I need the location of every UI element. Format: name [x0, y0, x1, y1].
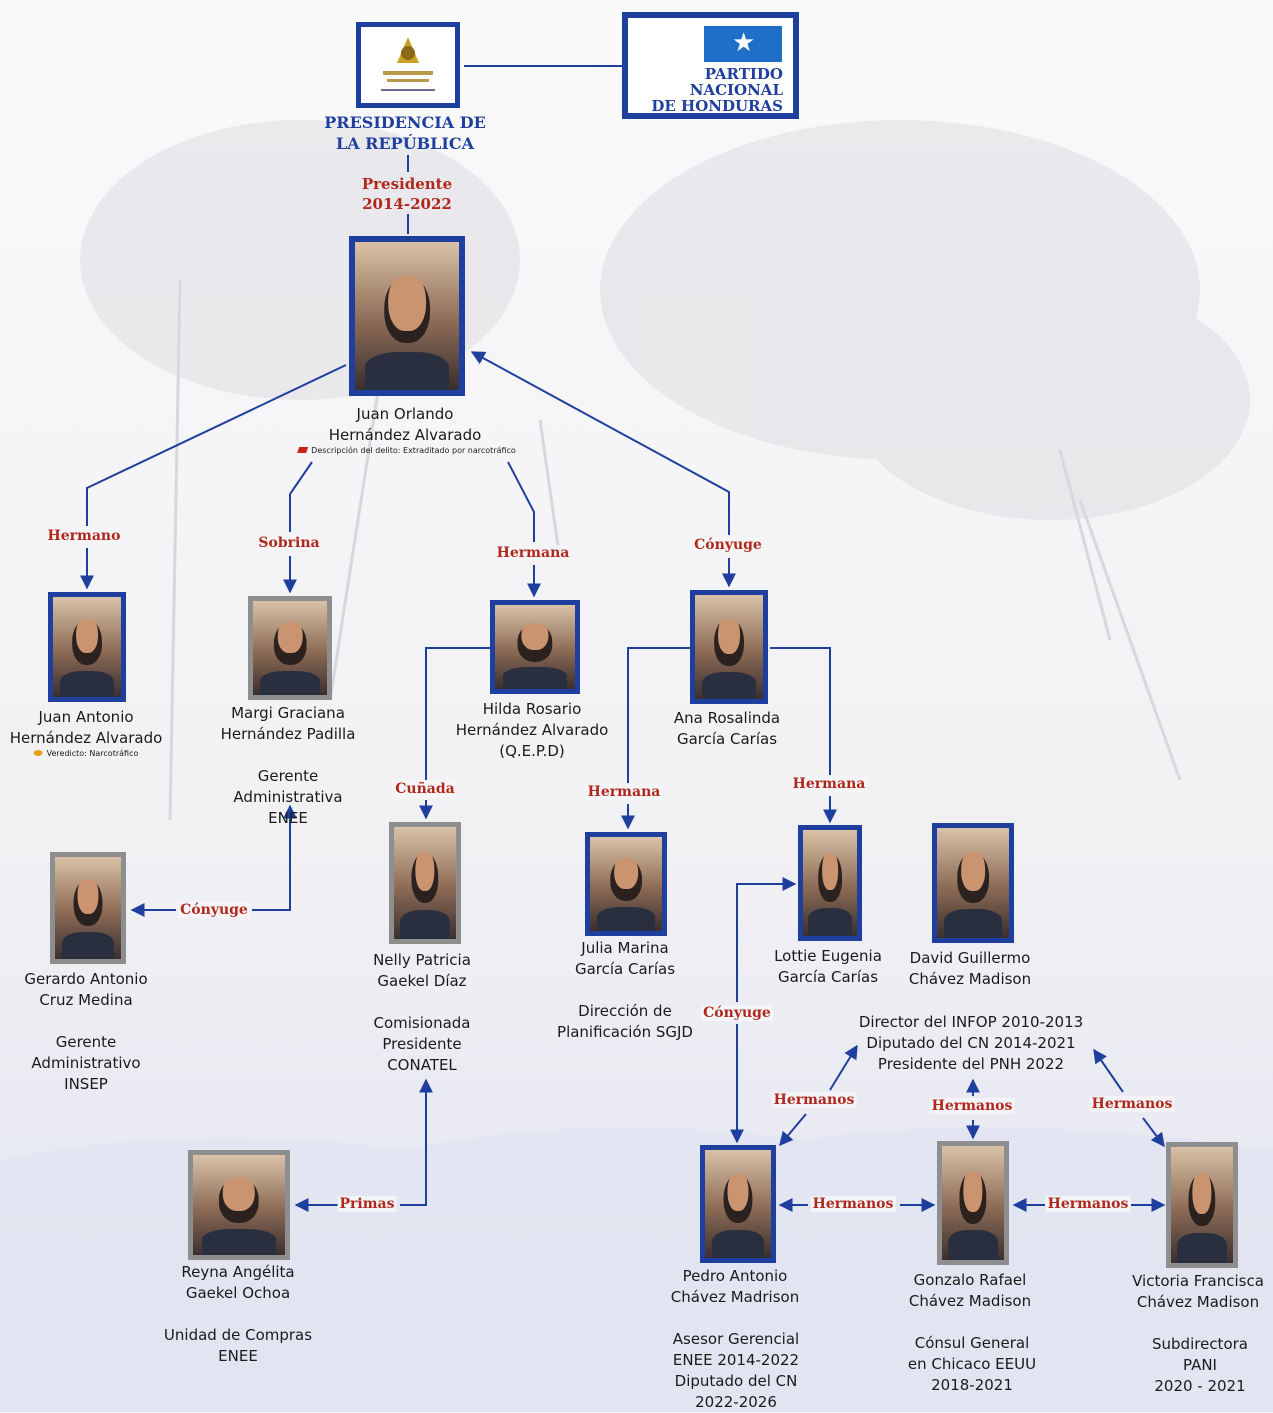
- presidency-seal-frame: [356, 22, 460, 108]
- relation-sobrina: Sobrina: [256, 535, 322, 551]
- relation-hermanos-gonzalo-victoria: Hermanos: [1045, 1196, 1131, 1212]
- role-nelly: Comisionada Presidente CONATEL: [373, 1014, 471, 1074]
- relation-cunada: Cuñada: [393, 781, 457, 797]
- eye-icon: [33, 750, 43, 756]
- role-julia: Dirección de Planificación SGJD: [557, 1002, 693, 1041]
- tag-icon: [297, 447, 309, 453]
- relation-hermanos-pedro-up: Hermanos: [771, 1092, 857, 1108]
- relation-primas: Primas: [337, 1196, 397, 1212]
- president-relation-label: Presidente 2014-2022: [362, 174, 452, 214]
- relation-conyuge-ana: Cónyuge: [692, 537, 764, 553]
- relation-hermana-julia: Hermana: [585, 784, 663, 800]
- photo-lottie: [798, 825, 862, 941]
- photo-juan-orlando: [349, 236, 465, 396]
- role-pedro: Asesor Gerencial ENEE 2014-2022 Diputado…: [672, 1330, 800, 1411]
- photo-victoria: [1166, 1142, 1238, 1268]
- relation-hermanos-pedro-gonzalo: Hermanos: [810, 1196, 896, 1212]
- role-gonzalo: Cónsul General en Chicaco EEUU 2018-2021: [907, 1334, 1037, 1394]
- photo-gerardo: [50, 852, 126, 964]
- party-flag: ★: [704, 26, 782, 62]
- crime-note-juan-orlando: Descripción del delito: Extraditado por …: [297, 446, 516, 455]
- photo-reyna: [188, 1150, 290, 1260]
- president-term: 2014-2022: [362, 195, 452, 213]
- role-victoria: Subdirectora PANI 2020 - 2021: [1152, 1335, 1248, 1395]
- party-logo-frame: ★ PARTIDO NACIONAL DE HONDURAS: [622, 12, 799, 119]
- verdict-note-juan-antonio: Veredicto: Narcotráfico: [33, 749, 138, 758]
- photo-julia: [585, 832, 667, 936]
- relation-hermanos-victoria-up: Hermanos: [1089, 1096, 1175, 1112]
- president-relation: Presidente: [361, 175, 453, 193]
- relation-conyuge-gerardo: Cónyuge: [178, 902, 250, 918]
- photo-margi: [248, 596, 332, 700]
- star-icon: ★: [732, 28, 756, 58]
- relation-conyuge-lottie: Cónyuge: [701, 1005, 773, 1021]
- presidency-title: PRESIDENCIA DE LA REPÚBLICA: [324, 113, 486, 153]
- relation-hermana-lottie: Hermana: [790, 776, 868, 792]
- photo-hilda: [490, 600, 580, 694]
- photo-nelly: [389, 822, 461, 944]
- role-david: Director del INFOP 2010-2013 Diputado de…: [858, 1013, 1084, 1073]
- photo-david: [932, 823, 1014, 943]
- relation-hermana-hilda: Hermana: [494, 545, 572, 561]
- relation-hermanos-gonzalo-up: Hermanos: [929, 1098, 1015, 1114]
- photo-gonzalo: [937, 1141, 1009, 1265]
- role-reyna: Unidad de Compras ENEE: [163, 1326, 313, 1365]
- photo-pedro: [700, 1145, 776, 1263]
- photo-ana: [690, 590, 768, 704]
- role-margi: Gerente Administrativa ENEE: [233, 767, 343, 827]
- party-name: PARTIDO NACIONAL DE HONDURAS: [651, 65, 783, 115]
- relation-hermano: Hermano: [45, 528, 123, 544]
- role-gerardo: Gerente Administrativo INSEP: [31, 1033, 141, 1093]
- photo-juan-antonio: [48, 592, 126, 702]
- honduras-seal-icon: [381, 37, 435, 91]
